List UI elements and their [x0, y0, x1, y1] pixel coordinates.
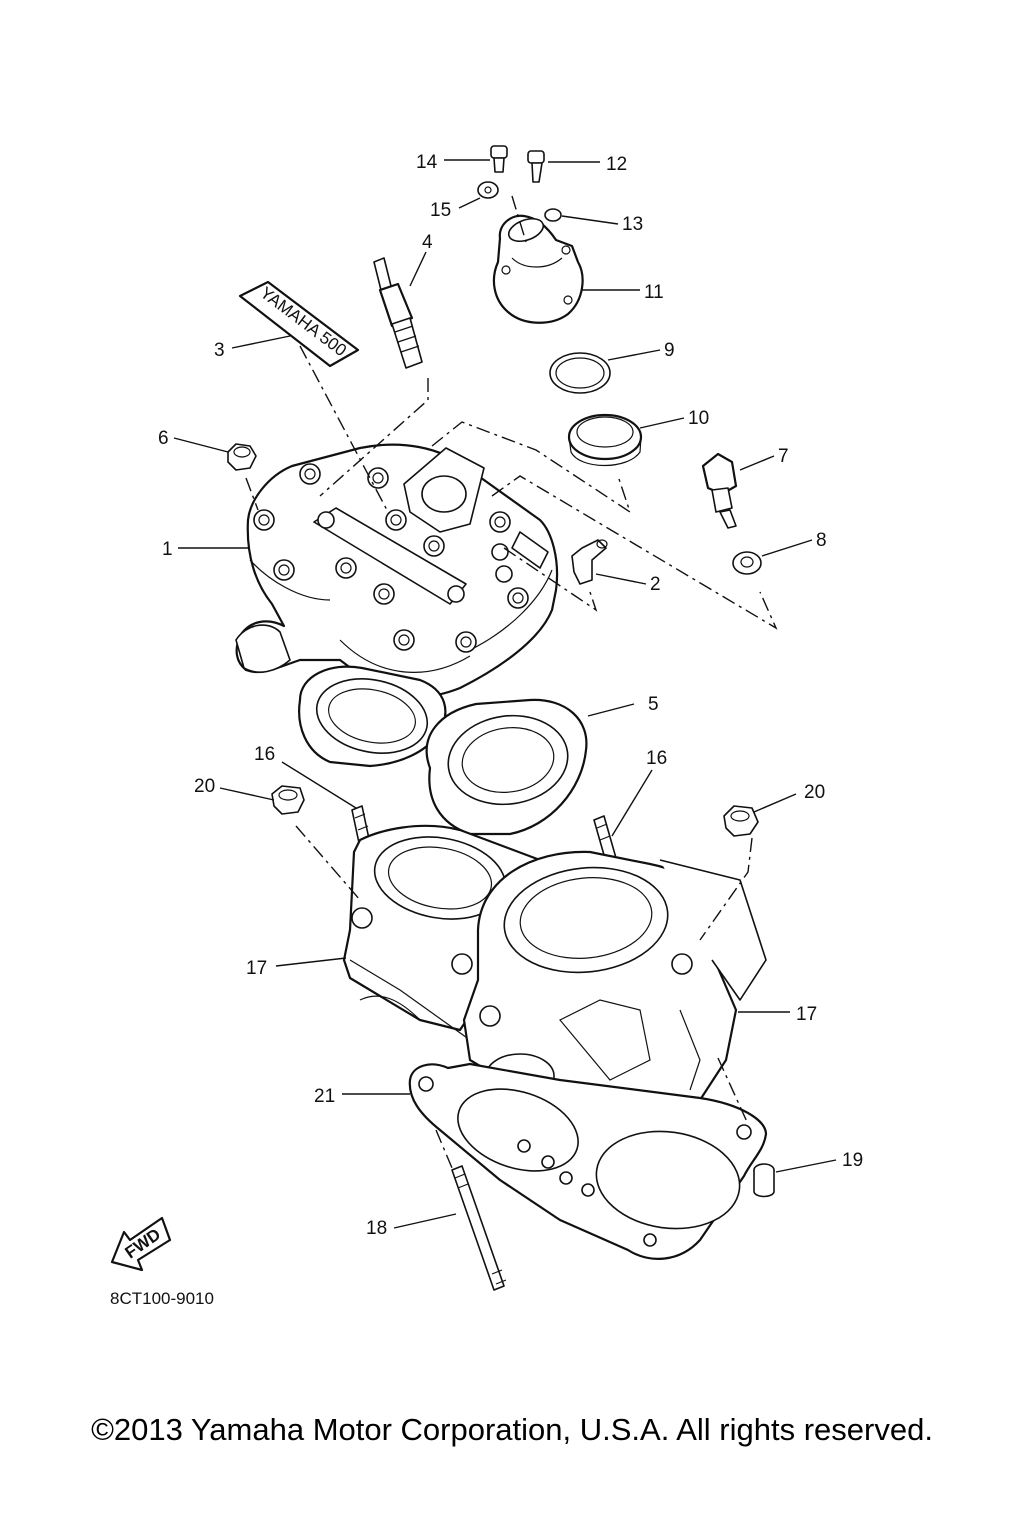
o-ring-9-icon	[549, 352, 611, 394]
washer-15-icon	[477, 181, 499, 199]
callout-13: 13	[622, 214, 643, 235]
decal-3-icon: YAMAHA 500	[238, 280, 360, 368]
washer-8-icon	[732, 551, 762, 575]
washer-13-icon	[544, 208, 562, 222]
bolt-12-icon	[527, 150, 545, 183]
callout-8: 8	[816, 530, 827, 551]
callout-6: 6	[158, 428, 169, 449]
callout-17-right: 17	[796, 1004, 817, 1025]
callout-12: 12	[606, 154, 627, 175]
callout-20-left: 20	[194, 776, 215, 797]
callout-9: 9	[664, 340, 675, 361]
callout-18: 18	[366, 1218, 387, 1239]
callout-2: 2	[650, 574, 661, 595]
cylinder-head-1-icon	[235, 443, 559, 699]
alignment-line	[299, 345, 389, 513]
callout-7: 7	[778, 446, 789, 467]
callout-1: 1	[162, 539, 173, 560]
diagram-code: 8CT100-9010	[110, 1289, 214, 1308]
callout-11: 11	[644, 282, 664, 303]
callout-17-left: 17	[246, 958, 267, 979]
callout-5: 5	[648, 694, 659, 715]
nut-20-left-icon	[271, 785, 305, 815]
temperature-sensor-7-icon	[701, 452, 738, 529]
head-gasket-5-icon	[298, 665, 588, 836]
thermostat-cover-11-icon	[492, 214, 584, 324]
callout-16-right: 16	[646, 748, 667, 769]
callout-20-right: 20	[804, 782, 825, 803]
cylinder-17-front-icon	[462, 850, 767, 1134]
bolt-14-icon	[490, 145, 508, 173]
spark-plug-4-icon	[373, 257, 423, 369]
callout-21: 21	[314, 1086, 335, 1107]
nut-20-right-icon	[723, 805, 759, 837]
callout-10: 10	[688, 408, 709, 429]
nut-6-icon	[227, 443, 257, 471]
callout-16-left: 16	[254, 744, 275, 765]
decal-text: YAMAHA 500	[257, 283, 350, 360]
callout-3: 3	[214, 340, 225, 361]
callout-15: 15	[430, 200, 451, 221]
callout-19: 19	[842, 1150, 863, 1171]
copyright-notice: ©2013 Yamaha Motor Corporation, U.S.A. A…	[91, 1412, 933, 1447]
fitting-2-icon	[571, 539, 608, 585]
dowel-19-icon	[753, 1163, 775, 1198]
forward-arrow-icon: FWD	[110, 1216, 172, 1272]
base-gasket-21-icon	[408, 1062, 768, 1260]
stud-18-icon	[451, 1165, 507, 1291]
thermostat-10-icon	[567, 413, 643, 467]
callout-4: 4	[422, 232, 433, 253]
callout-14: 14	[416, 152, 438, 173]
